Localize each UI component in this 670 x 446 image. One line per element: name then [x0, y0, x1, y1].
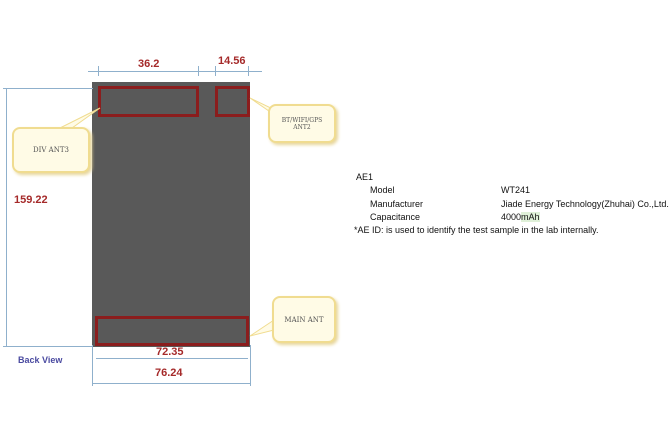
bt-ant-label-line1: BT/WIFI/GPS	[281, 116, 323, 124]
top-dimension-line	[88, 71, 262, 72]
manufacturer-label: Manufacturer	[370, 199, 424, 209]
capacitance-value: 4000mAh	[501, 212, 540, 222]
manufacturer-value: Jiade Energy Technology(Zhuhai) Co.,Ltd.	[501, 199, 669, 209]
phone-body	[92, 82, 250, 347]
tick	[92, 345, 93, 386]
footnote: *AE ID: is used to identify the test sam…	[354, 225, 599, 235]
height-top-line	[3, 88, 93, 89]
div-ant3-region	[98, 86, 199, 117]
div-ant3-callout: DIV ANT3	[12, 127, 90, 173]
model-label: Model	[370, 185, 395, 195]
dim-14-56: 14.56	[218, 55, 246, 67]
model-value: WT241	[501, 185, 531, 195]
main-ant-region	[95, 316, 249, 346]
info-heading: AE1	[356, 172, 374, 182]
tick	[250, 345, 251, 386]
bt-ant-label-line2: ANT2	[293, 123, 311, 131]
tick	[248, 66, 249, 76]
height-bottom-line	[3, 346, 93, 347]
main-ant-pointer	[249, 319, 275, 337]
tick	[98, 66, 99, 76]
dim-36-2: 36.2	[138, 58, 160, 70]
tick	[198, 66, 199, 76]
dim-76-24: 76.24	[155, 367, 183, 379]
dim-159-22: 159.22	[14, 194, 48, 206]
div-ant-pointer	[59, 107, 101, 129]
height-dimension-line	[6, 88, 7, 347]
total-width-line	[92, 383, 250, 384]
bt-wifi-gps-ant2-region	[215, 86, 250, 117]
dim-72-35: 72.35	[156, 346, 184, 358]
capacitance-label: Capacitance	[370, 212, 421, 222]
main-ant-callout: MAIN ANT	[272, 296, 336, 343]
back-view-label: Back View	[18, 355, 63, 365]
capacitance-number: 4000	[501, 212, 522, 222]
bt-ant2-callout: BT/WIFI/GPS ANT2	[268, 104, 336, 143]
capacitance-unit: mAh	[521, 212, 540, 222]
inner-width-line	[96, 358, 248, 359]
tick	[215, 66, 216, 76]
